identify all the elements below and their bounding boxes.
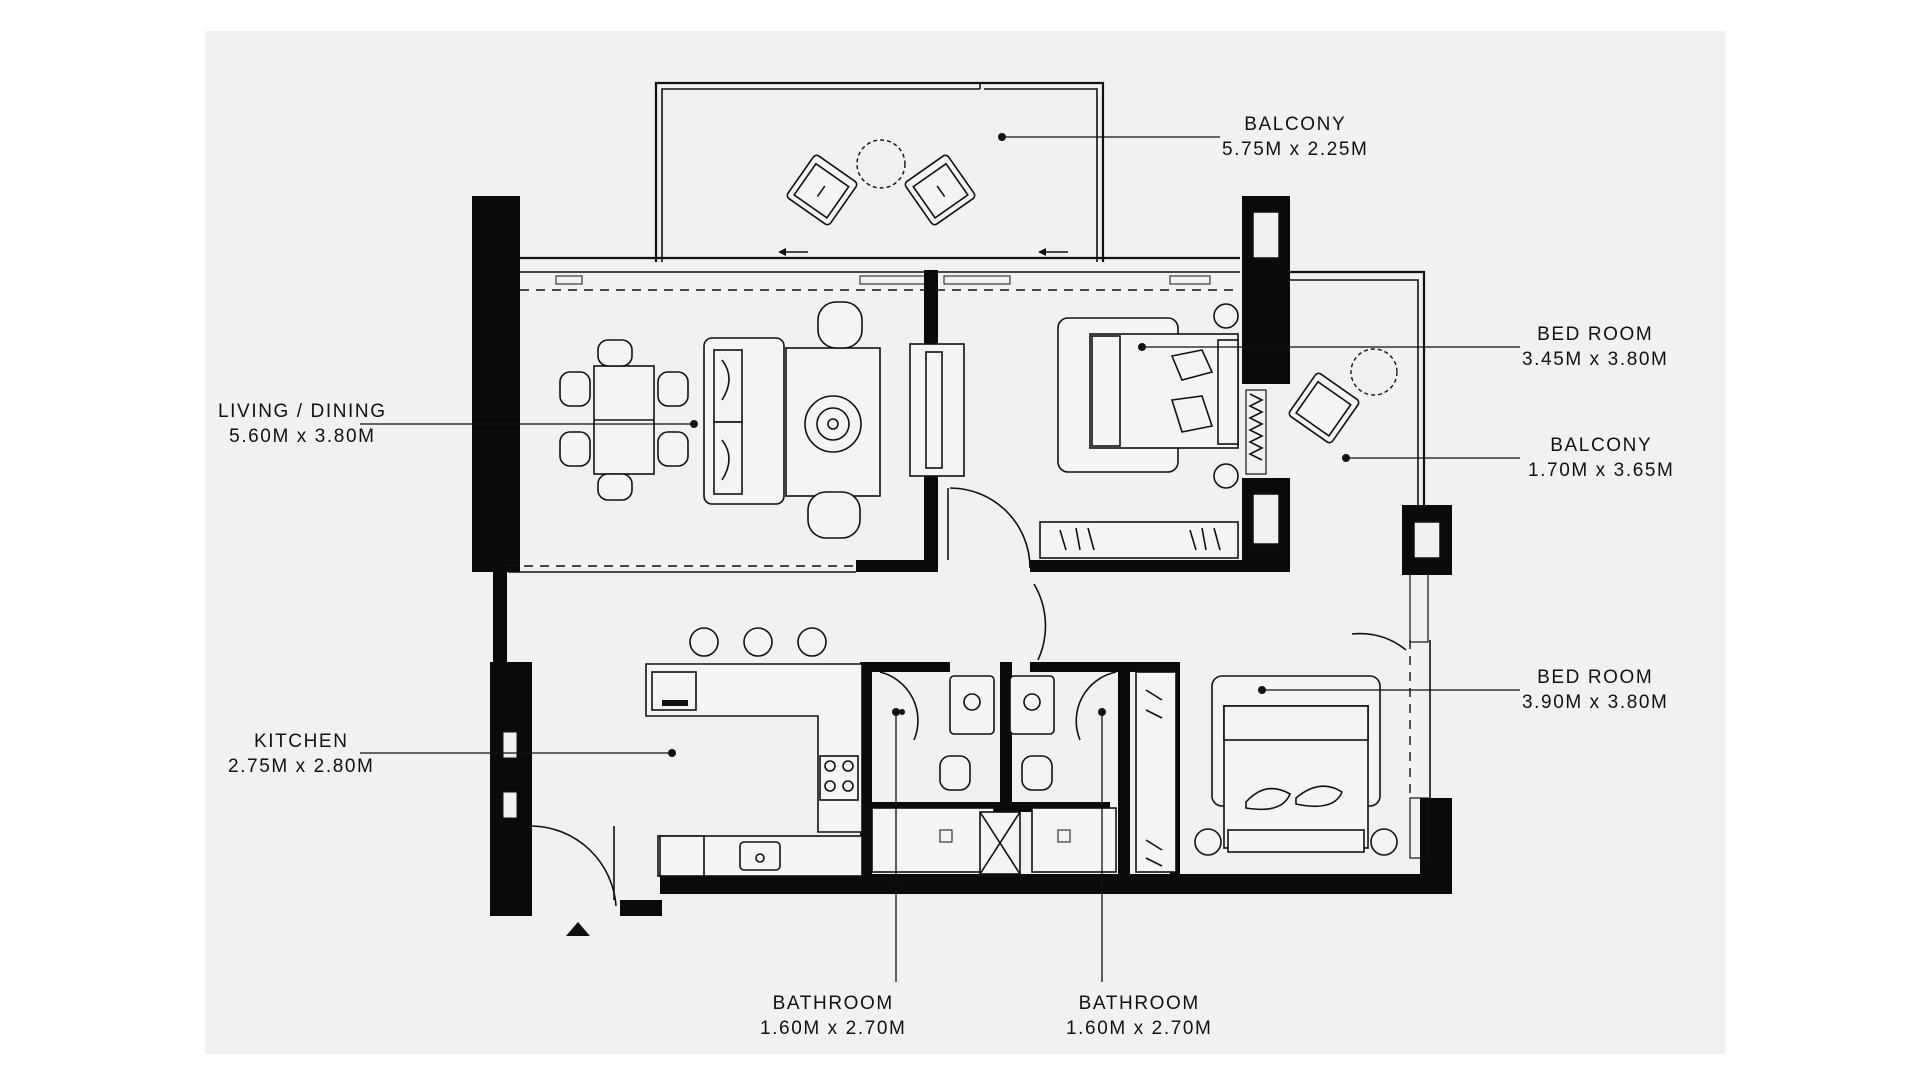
room-name: LIVING / DINING (218, 401, 387, 422)
facade-glazing-top (520, 256, 1240, 291)
bathroom-1-fixtures (871, 671, 995, 873)
label-bedroom-1: BED ROOM 3.45M x 3.80M (1522, 322, 1668, 372)
side-balcony-table (1350, 348, 1398, 396)
door-swing (1351, 632, 1407, 651)
label-bedroom-2: BED ROOM 3.90M x 3.80M (1522, 665, 1668, 715)
shaft (979, 811, 1021, 875)
entrance-door-swing (531, 825, 617, 907)
entrance-marker (566, 922, 590, 936)
dining-table (559, 339, 689, 501)
room-name: BALCONY (1550, 435, 1653, 456)
round-rug (804, 395, 862, 453)
balcony-side-outline (1245, 270, 1431, 859)
label-balcony-top: BALCONY 5.75M x 2.25M (1222, 112, 1368, 162)
kitchen-island (645, 663, 863, 833)
structural-walls (472, 196, 1452, 916)
balcony-table (856, 139, 906, 189)
bar-stool (743, 627, 773, 657)
armchair-bottom (807, 491, 861, 539)
kitchen-counter (657, 835, 863, 877)
label-balcony-side: BALCONY 1.70M x 3.65M (1528, 433, 1674, 483)
label-living-dining: LIVING / DINING 5.60M x 3.80M (218, 399, 387, 449)
coffee-table (785, 347, 881, 497)
room-size: 5.60M x 3.80M (229, 426, 376, 447)
armchair-top (817, 301, 863, 349)
room-size: 5.75M x 2.25M (1222, 139, 1369, 160)
door-swing (1033, 583, 1047, 661)
room-size: 1.60M x 2.70M (760, 1018, 907, 1039)
bar-stool (797, 627, 827, 657)
window-opening (1252, 211, 1280, 259)
room-size: 1.60M x 2.70M (1066, 1018, 1213, 1039)
bar-stool (689, 627, 719, 657)
room-size: 3.45M x 3.80M (1522, 349, 1669, 370)
door-swing (949, 487, 1031, 569)
room-name: BED ROOM (1537, 324, 1654, 345)
room-size: 3.90M x 3.80M (1522, 692, 1669, 713)
room-size: 1.70M x 3.65M (1528, 460, 1675, 481)
side-balcony-chair (1288, 372, 1360, 444)
window-opening (502, 791, 518, 819)
balcony-chair-left (786, 154, 858, 226)
label-bathroom-2: BATHROOM 1.60M x 2.70M (1066, 991, 1212, 1041)
room-name: KITCHEN (253, 731, 349, 752)
room-name: BALCONY (1244, 114, 1347, 135)
label-bathroom-1: BATHROOM 1.60M x 2.70M (760, 991, 906, 1041)
room-name: BATHROOM (772, 993, 894, 1014)
room-size: 2.75M x 2.80M (228, 756, 375, 777)
wardrobe-1 (1039, 521, 1239, 559)
leader-lines (360, 133, 1520, 982)
balcony-top-outline (654, 81, 1105, 262)
room-name: BATHROOM (1078, 993, 1200, 1014)
window-opening (1252, 493, 1280, 545)
window-opening (1413, 521, 1441, 559)
wardrobe-2 (1135, 671, 1177, 873)
bathroom-2-fixtures (1009, 671, 1117, 873)
sofa (703, 337, 785, 505)
room-name: BED ROOM (1537, 667, 1654, 688)
window-opening (502, 731, 518, 759)
bed-1 (1057, 303, 1239, 489)
bed-2 (1194, 675, 1398, 856)
balcony-chair-right (904, 154, 976, 226)
label-kitchen: KITCHEN 2.75M x 2.80M (228, 729, 374, 779)
